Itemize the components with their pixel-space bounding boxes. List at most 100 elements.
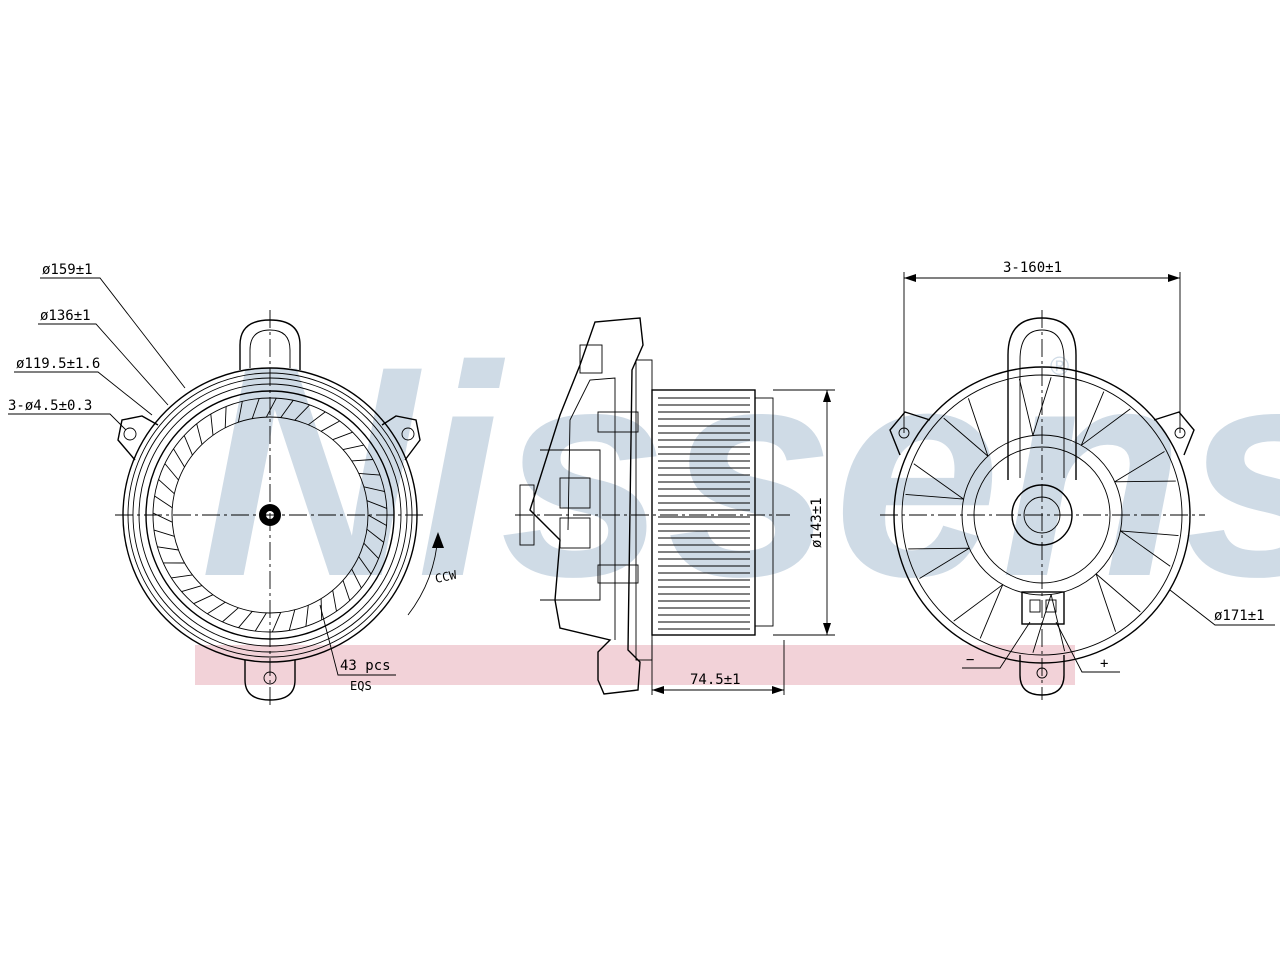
rear-view: 3-160±1 ø171±1 − +: [880, 260, 1275, 700]
side-connector-3: [579, 344, 603, 374]
support-rib: [1120, 530, 1179, 567]
side-connector-1: [559, 477, 591, 509]
impeller-blade: [288, 609, 296, 631]
impeller-blade: [358, 472, 381, 476]
impeller-blade: [358, 556, 372, 575]
leader-dia-outer: [40, 277, 186, 389]
impeller-blade: [363, 486, 385, 492]
label-length: 74.5±1: [690, 672, 741, 688]
leader-dia-flange: [1169, 589, 1275, 626]
impeller-blade: [224, 406, 227, 428]
impeller-blade: [351, 459, 374, 462]
impeller-blade: [171, 574, 193, 579]
impeller-blade: [363, 542, 379, 559]
support-rib: [1095, 573, 1141, 632]
impeller-blade: [332, 431, 353, 441]
support-rib: [908, 547, 970, 579]
dim-spacing-arrow-left: [904, 274, 916, 282]
impeller-blade: [152, 512, 173, 523]
side-housing-outline: [529, 317, 644, 695]
impeller-blade: [367, 514, 387, 526]
leader-blade-count: [319, 604, 396, 676]
impeller-blade: [266, 397, 277, 418]
impeller-blade: [366, 500, 387, 509]
rear-connector-pin-1: [1029, 599, 1041, 613]
rear-connector-pin-2: [1045, 599, 1057, 613]
impeller-blade: [153, 529, 175, 537]
impeller-blade: [280, 400, 294, 418]
rotation-arrow-head: [432, 532, 444, 548]
label-hole-spacing: 3-160±1: [1003, 260, 1062, 276]
impeller-blade: [342, 444, 364, 451]
side-motor-block: [540, 449, 601, 601]
front-view: CCW ø159±1 ø136±1 ø119.5±1.6 3-ø4.5±0.3 …: [8, 262, 459, 705]
impeller-blade: [271, 612, 282, 633]
dim-wheel-arrow-bot: [823, 623, 831, 635]
support-rib: [905, 463, 964, 500]
front-impeller-blades: [152, 397, 387, 633]
dim-length-arrow-right: [772, 686, 784, 694]
leader-terminal-neg: [962, 621, 1031, 669]
impeller-blade: [294, 404, 310, 421]
impeller-blade: [332, 590, 337, 612]
side-view: ø143±1 74.5±1: [515, 317, 835, 695]
impeller-blade: [183, 435, 193, 456]
side-wheel-rim: [754, 397, 774, 627]
front-left-hole: [123, 427, 137, 441]
label-mount-holes: 3-ø4.5±0.3: [8, 398, 92, 414]
impeller-blade: [222, 607, 239, 623]
rear-left-ear: [889, 411, 931, 456]
rear-top-housing-inner: [1019, 329, 1065, 478]
rear-support-ribs: [905, 377, 1179, 653]
watermark-band: [195, 645, 1075, 685]
support-rib: [1080, 391, 1131, 446]
dim-length-arrow-left: [652, 686, 664, 694]
leader-mount-holes: [8, 413, 127, 431]
impeller-blade: [210, 414, 214, 436]
watermark: Nissens ®: [195, 303, 1280, 685]
dim-spacing-arrow-right: [1168, 274, 1180, 282]
impeller-blade: [157, 546, 179, 551]
impeller-blade: [173, 448, 185, 468]
side-inner-edge: [567, 377, 616, 640]
front-top-lug-inner: [249, 329, 291, 368]
impeller-blade: [308, 411, 326, 426]
support-rib: [953, 584, 1004, 639]
impeller-blade: [251, 398, 260, 419]
impeller-blade: [320, 420, 340, 432]
impeller-blade: [305, 605, 309, 627]
front-right-hole: [401, 427, 415, 441]
impeller-blade: [154, 495, 173, 509]
impeller-blade: [238, 611, 253, 628]
label-blade-count: 43 pcs: [340, 658, 391, 674]
label-dia-flange: ø171±1: [1214, 608, 1265, 624]
impeller-blade: [196, 423, 203, 445]
label-dia-outer: ø159±1: [42, 262, 93, 278]
side-wheel-fins: [658, 397, 750, 630]
label-dia-wheel: ø143±1: [809, 497, 825, 548]
dim-wheel-arrow-top: [823, 390, 831, 402]
label-dia-ring: ø136±1: [40, 308, 91, 324]
impeller-blade: [193, 594, 214, 605]
front-left-lug: [117, 415, 159, 461]
rear-right-ear: [1153, 411, 1195, 456]
impeller-blade: [181, 585, 203, 593]
label-terminal-pos: +: [1100, 656, 1108, 672]
impeller-blade: [237, 401, 243, 423]
leader-terminal-pos: [1055, 621, 1120, 673]
rotation-label: CCW: [434, 568, 459, 586]
impeller-blade: [207, 601, 226, 615]
watermark-logo: Nissens: [200, 303, 1280, 639]
impeller-blade: [254, 612, 267, 632]
impeller-blade: [366, 528, 385, 543]
support-rib: [1114, 451, 1176, 483]
impeller-blade: [164, 463, 179, 481]
impeller-blade: [342, 580, 351, 601]
leader-dia-ring: [38, 323, 169, 406]
label-dia-impeller: ø119.5±1.6: [16, 356, 100, 372]
front-right-lug: [381, 415, 421, 461]
side-clip-1: [597, 411, 639, 433]
support-rib: [943, 398, 989, 457]
impeller-blade: [158, 479, 175, 495]
